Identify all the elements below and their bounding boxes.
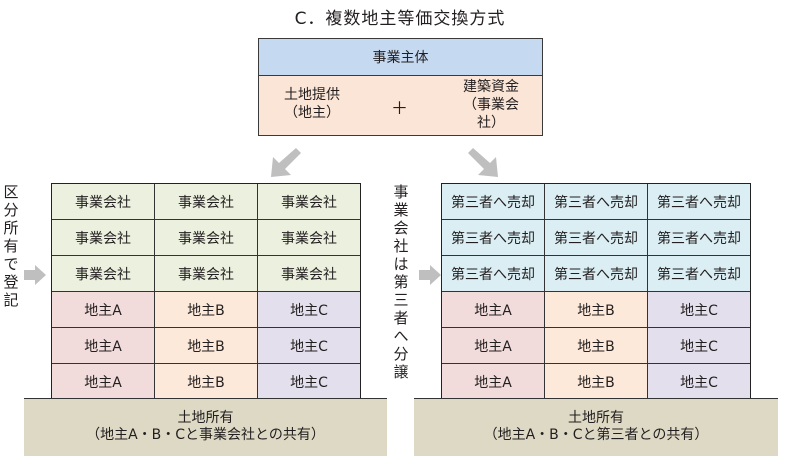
construction-funds-line1: 建築資金 bbox=[463, 79, 519, 95]
right-land-ownership: 土地所有 （地主A・B・Cと第三者との共有） bbox=[414, 398, 778, 456]
side-label-char: 第 bbox=[393, 273, 409, 291]
unit-cell: 地主C bbox=[258, 364, 360, 400]
construction-funds-line2: （事業会 bbox=[463, 97, 519, 113]
unit-cell: 事業会社 bbox=[155, 220, 258, 256]
side-label-char: 譲 bbox=[393, 363, 409, 381]
unit-cell: 地主A bbox=[52, 328, 155, 364]
land-provision-label: 土地提供 （地主） bbox=[277, 86, 347, 122]
side-label-char: 区 bbox=[3, 183, 19, 201]
grid-row: 事業会社事業会社事業会社 bbox=[52, 184, 360, 220]
unit-cell: 地主B bbox=[545, 364, 648, 400]
side-label-char: 三 bbox=[393, 291, 409, 309]
unit-cell: 地主C bbox=[648, 292, 750, 328]
unit-cell: 地主C bbox=[648, 364, 750, 400]
side-label-char: 会 bbox=[393, 219, 409, 237]
plus-sign: ＋ bbox=[391, 99, 408, 119]
side-label-char: 事 bbox=[393, 183, 409, 201]
unit-cell: 地主A bbox=[442, 364, 545, 400]
unit-cell: 事業会社 bbox=[258, 256, 360, 292]
unit-cell: 第三者へ売却 bbox=[648, 256, 750, 292]
grid-row: 事業会社事業会社事業会社 bbox=[52, 220, 360, 256]
unit-cell: 事業会社 bbox=[258, 220, 360, 256]
grid-row: 第三者へ売却第三者へ売却第三者へ売却 bbox=[442, 256, 750, 292]
side-label-char: 記 bbox=[3, 291, 19, 309]
land-provision-line2: （地主） bbox=[284, 105, 340, 121]
grid-row: 第三者へ売却第三者へ売却第三者へ売却 bbox=[442, 220, 750, 256]
down-left-arrow-icon bbox=[271, 148, 301, 177]
unit-cell: 第三者へ売却 bbox=[545, 184, 648, 220]
grid-row: 第三者へ売却第三者へ売却第三者へ売却 bbox=[442, 184, 750, 220]
right-land-title: 土地所有 bbox=[568, 410, 624, 426]
left-land-title: 土地所有 bbox=[177, 410, 234, 426]
side-label-char: で bbox=[3, 255, 19, 273]
unit-cell: 事業会社 bbox=[52, 256, 155, 292]
unit-cell: 地主C bbox=[648, 328, 750, 364]
left-land-ownership: 土地所有 （地主A・B・Cと事業会社との共有） bbox=[24, 398, 387, 456]
side-label-char: へ bbox=[393, 327, 409, 345]
unit-cell: 第三者へ売却 bbox=[545, 220, 648, 256]
unit-cell: 事業会社 bbox=[155, 256, 258, 292]
unit-cell: 地主A bbox=[52, 364, 155, 400]
grid-row: 事業会社事業会社事業会社 bbox=[52, 256, 360, 292]
unit-cell: 地主A bbox=[442, 328, 545, 364]
unit-cell: 地主B bbox=[155, 292, 258, 328]
unit-cell: 地主C bbox=[258, 292, 360, 328]
unit-cell: 事業会社 bbox=[52, 220, 155, 256]
land-provision-line1: 土地提供 bbox=[284, 87, 340, 103]
unit-cell: 第三者へ売却 bbox=[442, 256, 545, 292]
business-entity-body: 土地提供 （地主） ＋ 建築資金 （事業会 社） bbox=[259, 76, 542, 136]
diagram-title: C．複数地主等価交換方式 bbox=[294, 9, 506, 29]
unit-cell: 事業会社 bbox=[258, 184, 360, 220]
left-side-label: 区分所有で登記 bbox=[2, 183, 20, 309]
unit-cell: 第三者へ売却 bbox=[545, 256, 648, 292]
right-arrow-icon bbox=[24, 265, 46, 285]
construction-funds-line3: 社） bbox=[477, 115, 505, 131]
unit-cell: 第三者へ売却 bbox=[648, 184, 750, 220]
side-label-char: 分 bbox=[3, 201, 19, 219]
unit-cell: 事業会社 bbox=[52, 184, 155, 220]
side-label-char: 所 bbox=[3, 219, 19, 237]
side-label-char: は bbox=[393, 255, 409, 273]
down-right-arrow-icon bbox=[468, 148, 498, 177]
right-side-label: 事業会社は第三者へ分譲 bbox=[392, 183, 410, 381]
business-entity-header: 事業主体 bbox=[259, 39, 542, 76]
unit-cell: 地主B bbox=[155, 328, 258, 364]
unit-cell: 第三者へ売却 bbox=[648, 220, 750, 256]
side-label-char: 者 bbox=[393, 309, 409, 327]
unit-cell: 事業会社 bbox=[155, 184, 258, 220]
construction-funds-label: 建築資金 （事業会 社） bbox=[451, 78, 531, 132]
unit-cell: 地主B bbox=[545, 328, 648, 364]
unit-cell: 地主A bbox=[442, 292, 545, 328]
unit-cell: 地主B bbox=[155, 364, 258, 400]
business-entity-box: 事業主体 土地提供 （地主） ＋ 建築資金 （事業会 社） bbox=[258, 38, 543, 136]
right-ownership-grid: 第三者へ売却第三者へ売却第三者へ売却第三者へ売却第三者へ売却第三者へ売却第三者へ… bbox=[441, 183, 751, 400]
side-label-char: 有 bbox=[3, 237, 19, 255]
side-label-char: 分 bbox=[393, 345, 409, 363]
side-label-char: 業 bbox=[393, 201, 409, 219]
side-label-char: 登 bbox=[3, 273, 19, 291]
side-label-char: 社 bbox=[393, 237, 409, 255]
left-land-detail: （地主A・B・Cと事業会社との共有） bbox=[86, 427, 325, 443]
right-land-detail: （地主A・B・Cと第三者との共有） bbox=[483, 427, 709, 443]
unit-cell: 第三者へ売却 bbox=[442, 220, 545, 256]
unit-cell: 地主A bbox=[52, 292, 155, 328]
unit-cell: 地主C bbox=[258, 328, 360, 364]
right-arrow-icon bbox=[419, 265, 441, 285]
unit-cell: 第三者へ売却 bbox=[442, 184, 545, 220]
unit-cell: 地主B bbox=[545, 292, 648, 328]
